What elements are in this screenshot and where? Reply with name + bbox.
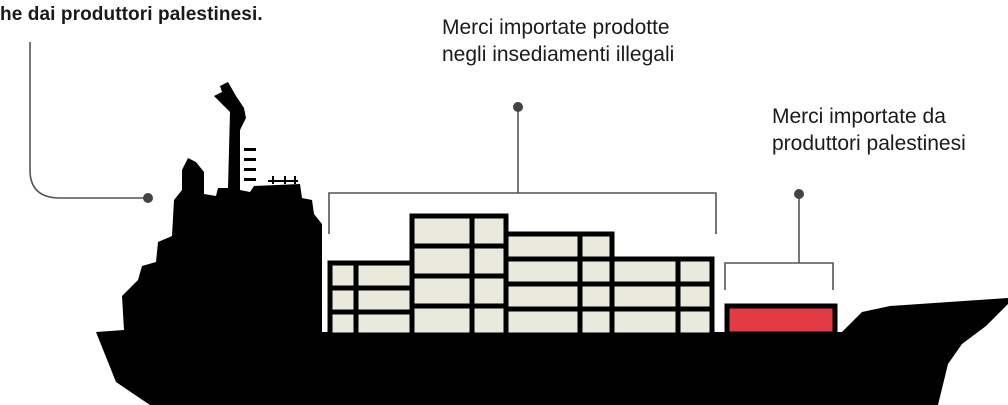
settlements-goods-label: Merci importate prodotte negli insediame… [442, 14, 742, 68]
palestinian-goods-label: Merci importate da produttori palestines… [772, 103, 1008, 157]
container-block-1 [327, 260, 415, 338]
settlements-goods-line1: Merci importate prodotte [442, 16, 670, 39]
deck-rail-post [272, 176, 274, 184]
container-block-4 [609, 256, 715, 338]
deck-rail-post [294, 176, 296, 184]
deck-rail-post [284, 176, 286, 184]
left-leader-line [29, 42, 146, 199]
mast-rung [244, 178, 256, 181]
left-leader-dot [143, 193, 153, 203]
palestinian-leader-dot [794, 189, 804, 199]
left-caption: he dai produttori palestinesi. [0, 4, 263, 25]
mast-rung [244, 148, 256, 151]
palestinian-goods-line1: Merci importate da [772, 105, 946, 128]
settlements-leader-dot [513, 102, 523, 112]
mast-rung [244, 168, 256, 171]
palestinian-bracket [724, 262, 834, 290]
deck-rail [268, 180, 298, 182]
settlements-goods-line2: negli insediamenti illegali [442, 43, 675, 66]
palestinian-goods-line2: produttori palestinesi [772, 132, 966, 155]
mast-rung [244, 158, 256, 161]
container-stacks [327, 213, 715, 338]
settlements-bracket [328, 192, 717, 234]
palestinian-container [724, 303, 838, 337]
container-dividers [330, 216, 712, 335]
ship-hull [96, 82, 1008, 405]
